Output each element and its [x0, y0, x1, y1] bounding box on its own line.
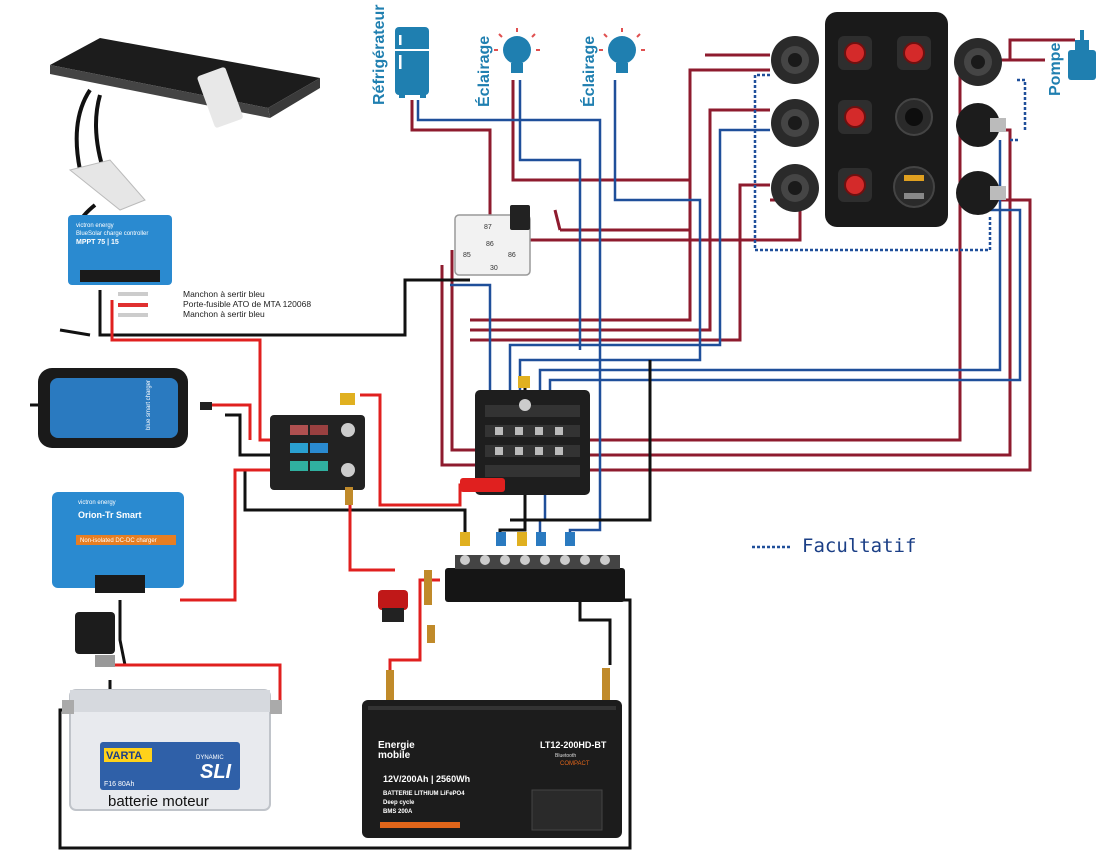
- lithium-model: LT12-200HD-BT: [540, 740, 607, 750]
- starter-battery-brand: VARTA: [106, 750, 142, 762]
- rocker-switch: [897, 36, 931, 70]
- panel-connector: [771, 36, 819, 84]
- blue-smart-charger: blue smart charger: [30, 368, 212, 448]
- mppt-note: Manchon à sertir bleu: [183, 289, 265, 299]
- mppt-model: MPPT 75 | 15: [76, 239, 119, 246]
- starter-battery-caption: batterie moteur: [108, 793, 209, 810]
- wires-bright-red: [110, 300, 470, 700]
- cigarette-socket: [895, 98, 933, 136]
- orion-brand: victron energy: [78, 500, 116, 506]
- starter-battery: VARTA DYNAMIC SLI F16 80Ah batterie mote…: [62, 689, 282, 811]
- mppt-wiring-notes: Manchon à sertir bleu Porte-fusible ATO …: [183, 289, 311, 319]
- ring-terminal: [345, 487, 610, 705]
- light1-label: Éclairage: [474, 36, 493, 107]
- light2-label: Éclairage: [579, 36, 598, 107]
- inline-fuse-holder: [118, 292, 148, 317]
- battery-switch: [378, 590, 408, 622]
- lithium-spec-line: BMS 200A: [383, 809, 413, 815]
- mppt-brand: victron energy: [76, 223, 114, 229]
- orion-model: Orion-Tr Smart: [78, 510, 142, 520]
- relay-pin-86: 86: [486, 241, 494, 248]
- socket-connector: [956, 171, 1006, 215]
- lithium-bluetooth: Bluetooth: [555, 753, 576, 759]
- terminal-fuse-block: [270, 393, 365, 490]
- socket-connector: [956, 103, 1006, 147]
- orion-subtitle: Non-isolated DC-DC charger: [80, 538, 157, 544]
- charger-label: blue smart charger: [146, 380, 152, 430]
- mppt-subtitle: BlueSolar charge controller: [76, 231, 148, 237]
- relay-pin-86b: 86: [508, 252, 516, 259]
- solar-panel: [50, 38, 320, 242]
- lithium-brand-line2: mobile: [378, 750, 411, 761]
- mppt-note: Manchon à sertir bleu: [183, 309, 265, 319]
- panel-connector: [771, 99, 819, 147]
- negative-busbar: [445, 532, 625, 602]
- starter-battery-type: SLI: [200, 761, 232, 783]
- relay-pin-30: 30: [490, 265, 498, 272]
- legend-optional: Facultatif: [752, 535, 916, 557]
- rocker-switch: [838, 36, 872, 70]
- light-bulb-icon: [599, 28, 645, 73]
- lithium-spec-main: 12V/200Ah | 2560Wh: [383, 774, 470, 784]
- starter-battery-code: F16 80Ah: [104, 781, 134, 788]
- water-pump-icon: [1068, 30, 1096, 80]
- lithium-brand-line1: Energie: [378, 740, 415, 751]
- legend-optional-label: Facultatif: [802, 535, 916, 557]
- switch-panel: [825, 12, 948, 227]
- light-bulb-icon: [494, 28, 540, 73]
- wires-optional-dotted: [753, 73, 1027, 252]
- relay-pin-85: 85: [463, 252, 471, 259]
- lithium-spec-line: Deep cycle: [383, 800, 415, 806]
- starter-battery-type-small: DYNAMIC: [196, 755, 224, 761]
- blade-fuse-box: [460, 376, 590, 495]
- usb-socket: [893, 166, 935, 208]
- mppt-controller: victron energy BlueSolar charge controll…: [68, 215, 172, 285]
- panel-connector: [954, 38, 1002, 86]
- pump-label: Pompe: [1047, 43, 1064, 96]
- lithium-spec-line: BATTERIE LITHIUM LiFePO4: [383, 791, 465, 797]
- panel-connector: [771, 164, 819, 212]
- relay-pin-87: 87: [484, 224, 492, 231]
- relay: 87 86 85 86 30: [454, 205, 531, 276]
- orion-dc-dc-charger: victron energy Orion-Tr Smart Non-isolat…: [52, 492, 184, 593]
- fridge-icon: [395, 27, 429, 98]
- midi-fuse-holder: [75, 612, 115, 667]
- rocker-switch: [838, 100, 872, 134]
- lithium-battery: Energie mobile LT12-200HD-BT Bluetooth C…: [362, 700, 622, 838]
- mppt-note: Porte-fusible ATO de MTA 120068: [183, 299, 311, 309]
- fridge-label: Réfrigérateur: [371, 5, 388, 105]
- lithium-compact: COMPACT: [560, 761, 590, 767]
- rocker-switch: [838, 168, 872, 202]
